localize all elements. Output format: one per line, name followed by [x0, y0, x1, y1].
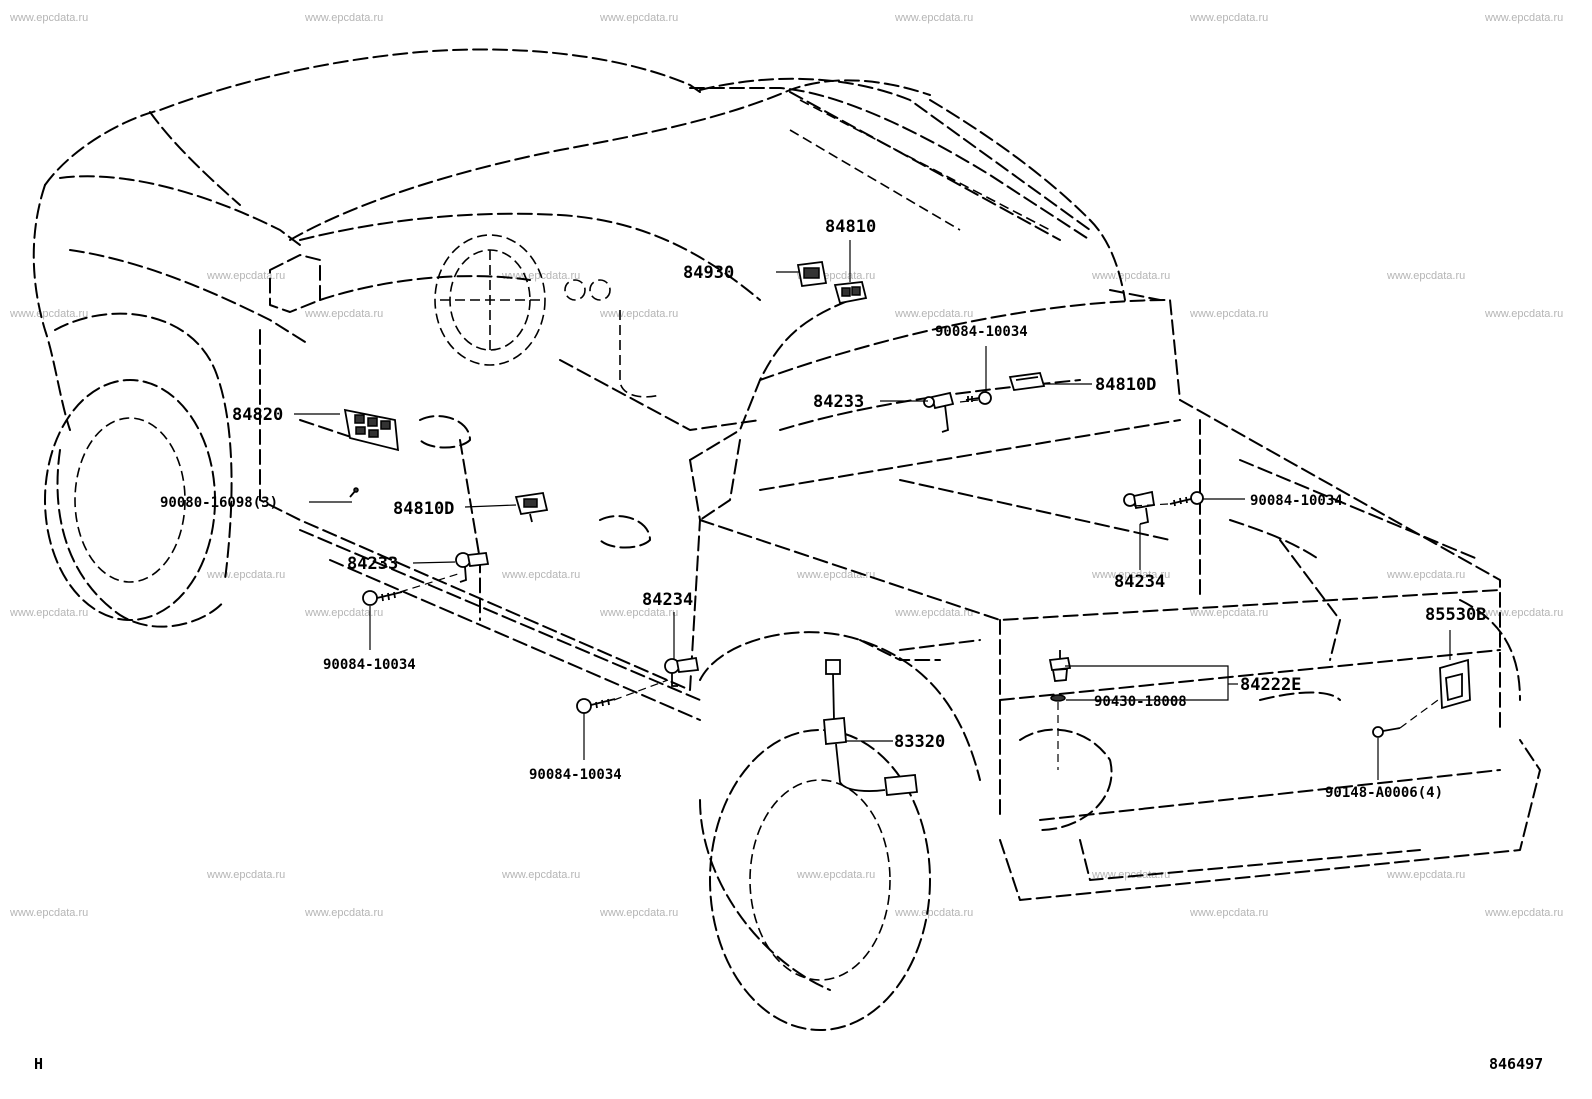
- label-90084-left: 90084-10034: [323, 657, 416, 673]
- parts: [343, 261, 1471, 796]
- label-85530b: 85530B: [1425, 605, 1486, 625]
- watermark: www.epcdata.ru: [599, 12, 678, 24]
- watermark: www.epcdata.ru: [894, 308, 973, 320]
- watermark: www.epcdata.ru: [894, 607, 973, 619]
- screw-90080: [349, 487, 359, 498]
- label-84820: 84820: [232, 405, 283, 425]
- door-switch-84233-right: [923, 391, 992, 433]
- watermark: www.epcdata.ru: [1091, 569, 1170, 581]
- screw-90148: [1372, 726, 1401, 738]
- door-switch-84234-left: [664, 656, 700, 687]
- watermark: www.epcdata.ru: [9, 907, 88, 919]
- switch-84810: [833, 281, 868, 305]
- vehicle-body-outline: [32, 48, 1541, 1031]
- leader-lines: [294, 240, 1451, 780]
- label-84810d-right: 84810D: [1095, 375, 1156, 395]
- watermark: www.epcdata.ru: [206, 270, 285, 282]
- label-90084-bottom: 90084-10034: [529, 767, 622, 783]
- bolt-90084-left: [362, 590, 403, 606]
- label-90084-top: 90084-10034: [935, 324, 1028, 340]
- washer-90430: [1050, 694, 1066, 702]
- watermark: www.epcdata.ru: [9, 308, 88, 320]
- bolt-90084-right: [1169, 491, 1204, 507]
- watermark: www.epcdata.ru: [894, 907, 973, 919]
- watermark: www.epcdata.ru: [1484, 12, 1563, 24]
- watermark: www.epcdata.ru: [1189, 907, 1268, 919]
- watermark: www.epcdata.ru: [1189, 12, 1268, 24]
- label-84810: 84810: [825, 217, 876, 237]
- watermark: www.epcdata.ru: [1484, 607, 1563, 619]
- label-90430: 90430-18008: [1094, 694, 1187, 710]
- watermark: www.epcdata.ru: [304, 308, 383, 320]
- watermark: www.epcdata.ru: [304, 907, 383, 919]
- window-switch-84820: [343, 408, 400, 452]
- watermark: www.epcdata.ru: [894, 12, 973, 24]
- label-84930: 84930: [683, 263, 734, 283]
- corner-code-left: H: [34, 1055, 43, 1073]
- watermark: www.epcdata.ru: [1189, 607, 1268, 619]
- door-switch-84234-right: [1123, 490, 1156, 525]
- label-84810d-left: 84810D: [393, 499, 454, 519]
- label-84233-right: 84233: [813, 392, 864, 412]
- watermark: www.epcdata.ru: [1386, 869, 1465, 881]
- label-84234-left: 84234: [642, 590, 693, 610]
- label-90148: 90148-A0006(4): [1325, 785, 1443, 801]
- watermark: www.epcdata.ru: [501, 869, 580, 881]
- switch-84810d-right: [1008, 372, 1046, 391]
- diagram-number: 846497: [1489, 1055, 1543, 1073]
- label-90084-right: 90084-10034: [1250, 493, 1343, 509]
- door-switch-84233-left: [455, 552, 490, 583]
- label-83320: 83320: [894, 732, 945, 752]
- watermark: www.epcdata.ru: [501, 569, 580, 581]
- callout-labels: 84810 84930 90084-10034 84810D 84233 848…: [160, 217, 1486, 801]
- watermark: www.epcdata.ru: [1386, 569, 1465, 581]
- watermark: www.epcdata.ru: [1386, 270, 1465, 282]
- watermark: www.epcdata.ru: [304, 607, 383, 619]
- watermark: www.epcdata.ru: [1484, 308, 1563, 320]
- label-84222e: 84222E: [1240, 675, 1301, 695]
- lamp-85530b: [1439, 658, 1471, 710]
- watermark: www.epcdata.ru: [304, 12, 383, 24]
- watermark: www.epcdata.ru: [599, 607, 678, 619]
- watermark: www.epcdata.ru: [1189, 308, 1268, 320]
- watermark: www.epcdata.ru: [9, 607, 88, 619]
- sender-83320: [823, 659, 919, 796]
- watermark: www.epcdata.ru: [9, 12, 88, 24]
- watermark: www.epcdata.ru: [599, 308, 678, 320]
- switch-84930: [796, 261, 828, 287]
- watermark: www.epcdata.ru: [1484, 907, 1563, 919]
- watermark: www.epcdata.ru: [1091, 270, 1170, 282]
- watermark: www.epcdata.ru: [796, 869, 875, 881]
- label-90080: 90080-16098(3): [160, 495, 278, 511]
- watermark: www.epcdata.ru: [599, 907, 678, 919]
- bolt-90084-bottom: [576, 698, 616, 714]
- label-84234-right: 84234: [1114, 572, 1165, 592]
- switch-84222e: [1048, 650, 1072, 682]
- switch-84810d-left: [514, 491, 549, 523]
- label-84233-left: 84233: [347, 554, 398, 574]
- watermark: www.epcdata.ru: [206, 569, 285, 581]
- watermark: www.epcdata.ru: [206, 869, 285, 881]
- watermark-layer: www.epcdata.ru www.epcdata.ru www.epcdat…: [9, 12, 1563, 919]
